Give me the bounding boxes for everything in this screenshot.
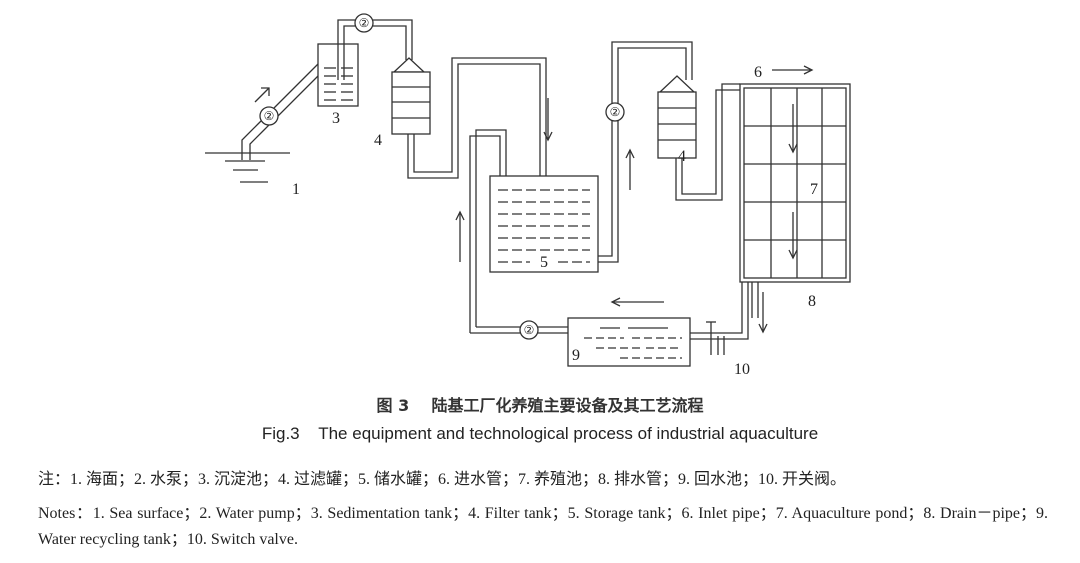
flow-arrow-up-return [455,210,465,262]
label-storage-tank: 5 [540,254,548,271]
aquaculture-pond [739,83,851,283]
inlet-pipe [675,83,740,201]
label-filter-tank-1: 4 [374,132,382,149]
pump-4-label: ② [524,323,535,337]
switch-valve [706,321,725,355]
label-sea-surface: 1 [292,181,300,198]
flow-arrow-drain [758,292,768,334]
intake-pipe [241,57,331,160]
notes-english: Notes：1. Sea surface；2. Water pump；3. Se… [38,505,1048,548]
flow-arrow-up-riser [625,148,635,190]
pipe-sediment-to-filter [337,19,413,80]
pump-3-label: ② [610,105,621,119]
pipe-recycle-to-pump [470,326,568,334]
pump-3 [605,102,625,122]
flow-arrow-down-storage [543,98,553,142]
filter-tank-1 [391,57,431,135]
pump-1-label: ② [264,109,275,123]
pipe-storage-to-filter [598,41,693,263]
pipe-filter-to-storage [407,57,547,180]
filter-tank-2 [657,75,697,159]
process-diagram: ② ② ② ② 1 3 4 5 4 6 7 8 9 10 [205,13,851,378]
figure-caption-english: Fig.3 The equipment and technological pr… [261,424,819,443]
label-drain-pipe: 8 [808,293,816,310]
flow-arrow-pond-2 [788,212,798,260]
flow-arrow-left [610,297,664,307]
flow-arrow-inlet [772,65,814,75]
drain-pipe [690,282,759,340]
storage-tank [489,175,599,273]
notes-chinese: 注：1. 海面；2. 水泵；3. 沉淀池；4. 过滤罐；5. 储水罐；6. 进水… [38,471,847,488]
return-pipe [469,129,507,333]
label-recycling-tank: 9 [572,347,580,364]
pump-4 [519,320,539,340]
label-sedimentation-tank: 3 [332,110,340,127]
pump-2-label: ② [359,16,370,30]
label-filter-tank-2: 4 [678,148,686,165]
pump-1 [259,106,279,126]
pump-2 [354,13,374,33]
flow-arrow-up-right [254,87,270,103]
label-inlet-pipe: 6 [754,64,762,81]
label-aquaculture-pond: 7 [810,181,818,198]
sea-surface [205,152,290,183]
label-switch-valve: 10 [734,361,750,378]
figure-caption-chinese: 图 3 陆基工厂化养殖主要设备及其工艺流程 [376,396,704,415]
flow-arrow-pond-1 [788,104,798,154]
recycling-tank [567,317,691,367]
